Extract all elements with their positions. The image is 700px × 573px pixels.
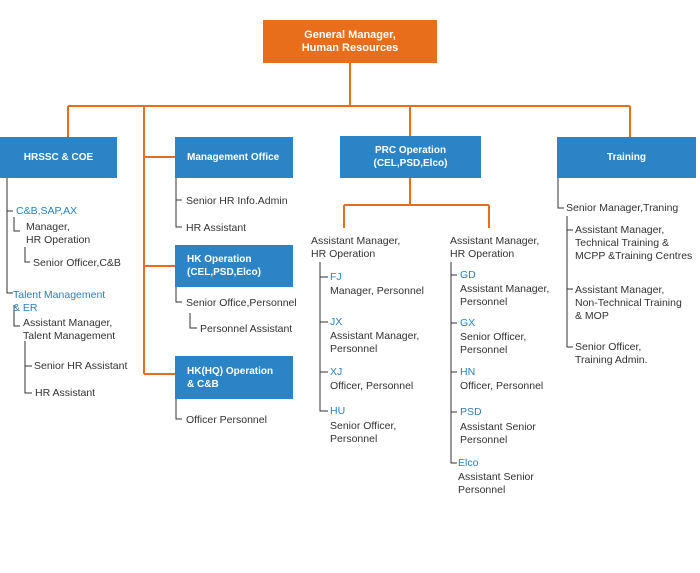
prc-code-gx: GX	[460, 317, 476, 329]
training-item-technical: Assistant Manager, Technical Training & …	[575, 224, 693, 262]
talent-management-er-label: Talent Management & ER	[13, 289, 106, 314]
cb-sap-ax-label: C&B,SAP,AX	[16, 205, 78, 217]
training-item-non-technical: Assistant Manager, Non-Technical Trainin…	[575, 284, 682, 322]
hr-assistant-label: HR Assistant	[35, 387, 96, 399]
prc-operation-box: PRC Operation (CEL,PSD,Elco)	[340, 136, 481, 178]
hrssc-coe-box: HRSSC & COE	[0, 137, 117, 178]
officer-personnel-label: Officer Personnel	[186, 414, 267, 426]
personnel-assistant-label: Personnel Assistant	[200, 323, 293, 335]
prc-code-hu: HU	[330, 405, 346, 417]
prc-left-head-label: Assistant Manager, HR Operation	[311, 235, 401, 260]
hk-operation-box: HK Operation (CEL,PSD,Elco)	[175, 245, 293, 287]
prc-code-psd: PSD	[460, 406, 482, 418]
manager-hr-operation-label: Manager, HR Operation	[26, 221, 91, 246]
senior-officer-cb-label: Senior Officer,C&B	[33, 257, 121, 269]
senior-hr-assistant-label: Senior HR Assistant	[34, 360, 128, 372]
prc-code-gd: GD	[460, 269, 476, 281]
hkhq-operation-box: HK(HQ) Operation & C&B	[175, 356, 293, 399]
mgmt-hr-assistant-label: HR Assistant	[186, 222, 247, 234]
prc-role-gx: Senior Officer, Personnel	[460, 331, 527, 356]
prc-code-elco: Elco	[458, 457, 479, 469]
prc-role-xj: Officer, Personnel	[330, 380, 414, 392]
general-manager-box: General Manager, Human Resources	[263, 20, 437, 63]
prc-role-fj: Manager, Personnel	[330, 285, 424, 297]
senior-office-personnel-label: Senior Office,Personnel	[186, 297, 297, 309]
prc-role-hn: Officer, Personnel	[460, 380, 544, 392]
senior-hr-info-admin-label: Senior HR Info.Admin	[186, 195, 288, 207]
prc-role-gd: Assistant Manager, Personnel	[460, 283, 550, 308]
prc-role-elco: Assistant Senior Personnel	[458, 471, 534, 496]
prc-role-psd: Assistant Senior Personnel	[460, 421, 536, 446]
prc-role-jx: Assistant Manager, Personnel	[330, 330, 420, 355]
training-head-label: Senior Manager,Traning	[566, 202, 679, 214]
prc-code-xj: XJ	[330, 366, 343, 378]
prc-role-hu: Senior Officer, Personnel	[330, 420, 397, 445]
prc-code-fj: FJ	[330, 271, 342, 283]
management-office-box: Management Office	[175, 137, 293, 178]
training-item-admin: Senior Officer, Training Admin.	[575, 341, 648, 366]
prc-code-hn: HN	[460, 366, 476, 378]
prc-right-head-label: Assistant Manager, HR Operation	[450, 235, 540, 260]
assistant-manager-talent-label: Assistant Manager, Talent Management	[23, 317, 116, 342]
training-box: Training	[557, 137, 696, 178]
prc-code-jx: JX	[330, 316, 343, 328]
